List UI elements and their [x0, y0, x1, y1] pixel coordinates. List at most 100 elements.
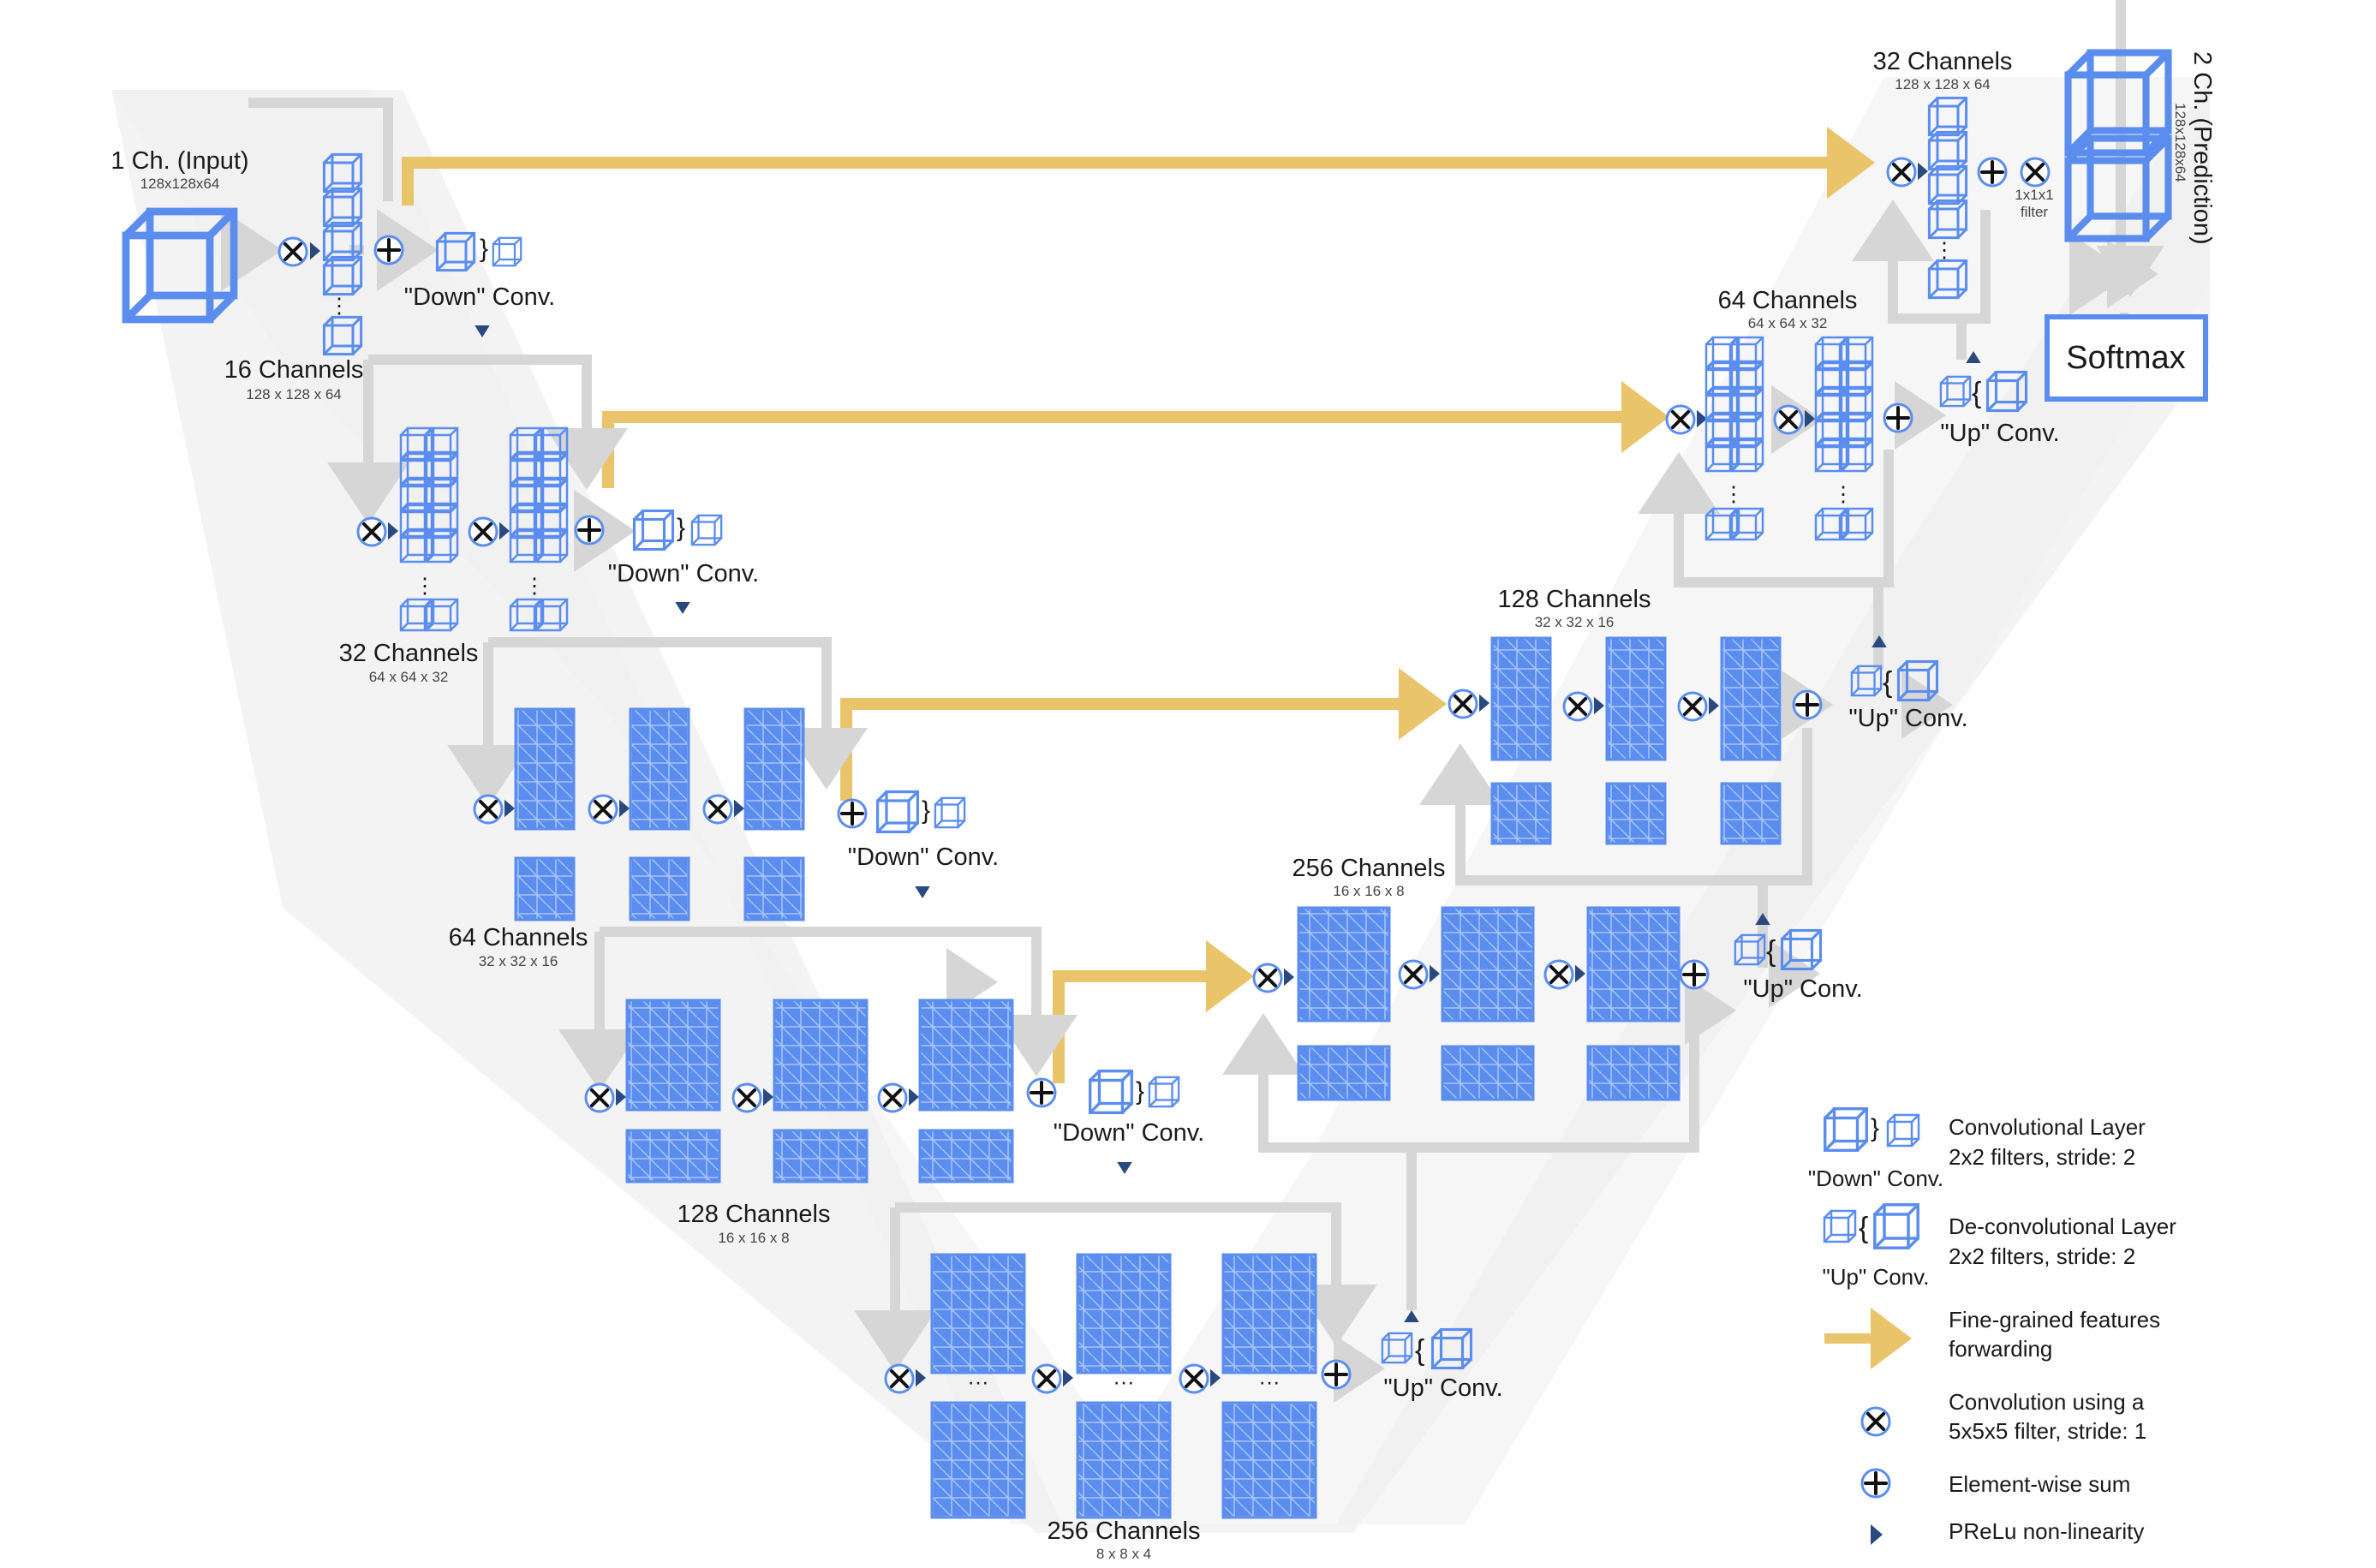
downsample-marker-icon: [915, 886, 930, 898]
legend-convolution-line2: 5x5x5 filter, stride: 1: [1949, 1418, 2146, 1444]
feature-stack: ⋮: [322, 152, 363, 356]
feature-stack: ⋮: [1814, 336, 1874, 541]
filter-label: filter: [2021, 204, 2048, 220]
downsample-marker-icon: [1117, 1162, 1132, 1174]
prelu-icon: [1479, 694, 1489, 712]
down-conv-label: "Down" Conv.: [608, 560, 759, 587]
feature-block: [930, 1253, 1026, 1374]
input-volume: 1 Ch. (Input) 128x128x64: [110, 147, 249, 319]
prelu-icon: [1284, 968, 1294, 987]
feature-block: [1221, 1401, 1317, 1519]
stage-64ch-up: 64 Channels 64 x 64 x 32 ⋮: [1665, 287, 2060, 541]
sum-icon: [1792, 689, 1823, 720]
feature-stack: ⋮: [1927, 96, 1968, 300]
legend: } "Down" Conv. Convolutional Layer 2x2 f…: [1808, 1107, 2176, 1545]
stage-32ch: ⋮ ⋮ } "Down" Conv. 32 Channels 64 x 64 x…: [339, 426, 759, 685]
brace-icon: }: [677, 514, 685, 542]
convolution-icon: [468, 516, 498, 547]
stage-title: 256 Channels: [1292, 855, 1446, 882]
brace-icon: }: [480, 235, 488, 263]
stage-dims: 64 x 64 x 32: [1748, 315, 1828, 331]
dots: ···: [1259, 1370, 1281, 1394]
convolution-icon: [1562, 691, 1593, 722]
stage-dims: 64 x 64 x 32: [369, 669, 449, 685]
down-conv-label: "Down" Conv.: [1054, 1119, 1204, 1147]
convolution-icon: [1398, 959, 1429, 990]
feature-block: [1605, 782, 1667, 845]
feature-block: [625, 1129, 721, 1183]
dots: ⋮: [1934, 238, 1955, 262]
feature-block: [1605, 636, 1667, 761]
brace-icon: {: [1766, 935, 1776, 968]
feature-block: [1221, 1253, 1317, 1374]
legend-conv-cube-icon: [1824, 1107, 1868, 1152]
convolution-icon: [278, 236, 308, 267]
convolution-icon: [1665, 404, 1696, 435]
stage-dims: 128 x 128 x 64: [246, 386, 342, 402]
convolution-icon: [584, 1082, 615, 1113]
legend-forward-line2: forwarding: [1949, 1336, 2052, 1362]
stage-dims: 16 x 16 x 8: [1333, 883, 1404, 899]
down-conv-label: "Down" Conv.: [848, 844, 999, 871]
legend-deconv-cube-icon: [1873, 1203, 1919, 1249]
output-size: 128x128x64: [2172, 103, 2188, 182]
feature-stack: ⋮: [1704, 336, 1764, 541]
softmax-box: [2045, 314, 2208, 402]
legend-convolution-icon: [1860, 1406, 1891, 1437]
dots: ⋮: [329, 294, 350, 318]
stage-16ch: ⋮ } "Down" Conv. 16 Channels 128 x 128 x…: [224, 152, 555, 402]
brace-icon: }: [1136, 1077, 1144, 1106]
legend-convolution-line1: Convolution using a: [1949, 1389, 2145, 1415]
feature-block: [743, 707, 805, 831]
legend-deconv-cube-icon: [1823, 1209, 1857, 1243]
convolution-icon: [702, 794, 733, 825]
brace-icon: {: [1859, 1212, 1868, 1244]
up-conv-label: "Up" Conv.: [1383, 1374, 1502, 1402]
convolution-icon: [884, 1363, 915, 1394]
feature-block: [1297, 906, 1391, 1022]
feature-block: [1441, 1045, 1535, 1101]
sum-icon: [1321, 1359, 1352, 1390]
stage-128ch-up: 128 Channels 32 x 32 x 16 { "Up" Conv.: [1448, 586, 1968, 845]
feature-block: [1720, 782, 1782, 845]
flow-lines: [221, 0, 2131, 1372]
sum-icon: [574, 515, 605, 546]
stage-title: 32 Channels: [339, 640, 479, 667]
down-conv-cube-icon: [690, 514, 723, 546]
feature-stack: ⋮: [399, 426, 459, 632]
feature-block: [1490, 782, 1552, 845]
dots: ···: [1113, 1370, 1135, 1394]
softmax-label: Softmax: [2066, 340, 2185, 376]
input-size: 128x128x64: [140, 176, 220, 192]
brace-icon: }: [1871, 1114, 1879, 1142]
stage-title: 128 Channels: [678, 1201, 831, 1228]
convolution-icon: [1677, 691, 1708, 722]
legend-conv-caption: "Down" Conv.: [1808, 1166, 1943, 1191]
downsample-marker-icon: [675, 602, 690, 614]
stage-title: 128 Channels: [1498, 586, 1651, 613]
convolution-icon: [1448, 689, 1478, 719]
feature-block: [629, 707, 690, 831]
feature-block: [1720, 636, 1782, 761]
stage-128ch: } "Down" Conv. 128 Channels 16 x 16 x 8: [584, 999, 1204, 1246]
legend-forward-line1: Fine-grained features: [1949, 1307, 2160, 1333]
input-title: 1 Ch. (Input): [110, 147, 248, 175]
legend-sum: Element-wise sum: [1949, 1471, 2130, 1497]
dots: ⋮: [415, 574, 436, 598]
stage-dims: 128 x 128 x 64: [1895, 76, 1991, 92]
brace-icon: {: [1415, 1334, 1424, 1367]
sum-icon: [1977, 157, 2008, 188]
output-volume: 2 Ch. (Prediction) 128x128x64 Softmax: [2045, 51, 2216, 402]
down-conv-cube-icon: [1089, 1070, 1133, 1114]
dots: ⋮: [1723, 482, 1745, 506]
convolution-icon: [1886, 157, 1917, 188]
sum-icon: [373, 235, 404, 265]
down-conv-cube-icon: [1148, 1076, 1180, 1108]
sum-icon: [1026, 1077, 1057, 1108]
convolution-icon: [473, 794, 504, 825]
feature-block: [1441, 906, 1535, 1022]
stage-title: 64 Channels: [1718, 287, 1858, 314]
stage-64ch: } "Down" Conv. 64 Channels 32 x 32 x 16: [449, 707, 999, 969]
legend-deconv-caption: "Up" Conv.: [1823, 1264, 1930, 1290]
